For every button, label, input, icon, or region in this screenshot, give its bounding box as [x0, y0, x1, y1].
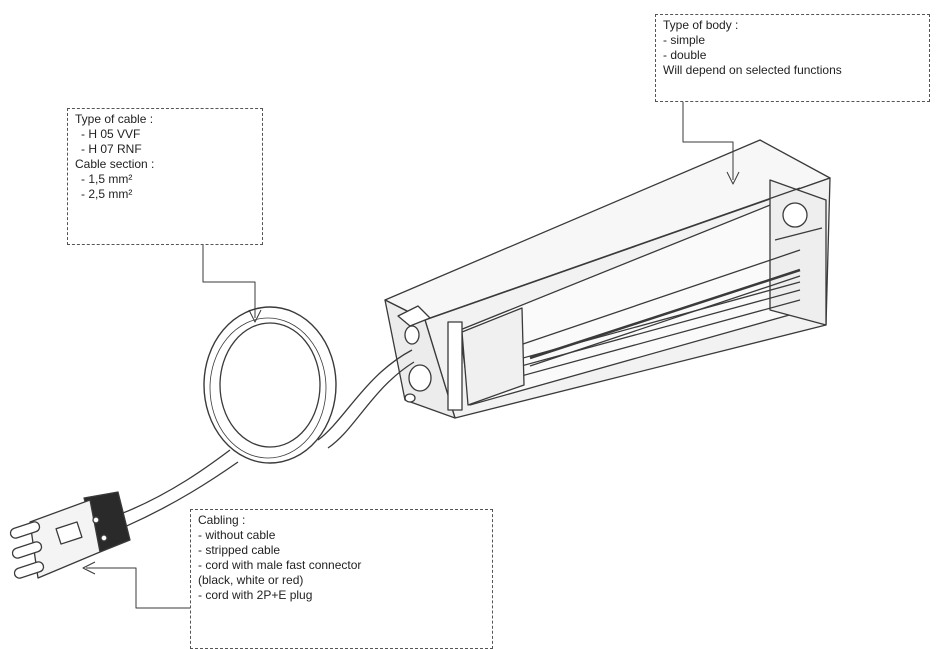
callout-line: Cabling :: [198, 513, 246, 527]
callout-line: - H 05 VVF: [81, 127, 141, 141]
leader-cable: [202, 245, 262, 323]
callout-line: - cord with 2P+E plug: [198, 588, 313, 602]
callout-line: Type of cable :: [75, 112, 154, 126]
cable: [117, 306, 415, 529]
callout-line: - cord with male fast connector: [198, 558, 362, 572]
housing-body: [384, 139, 831, 419]
callout-line: (black, white or red): [198, 573, 304, 587]
callout-line: Will depend on selected functions: [663, 63, 842, 77]
callout-line: - 2,5 mm²: [81, 187, 133, 201]
callout-line: Cable section :: [75, 157, 155, 171]
callout-line: - simple: [663, 33, 706, 47]
callout-line: - 1,5 mm²: [81, 172, 133, 186]
callout-line: - stripped cable: [198, 543, 281, 557]
callout-type-of-body: Type of body : - simple - double Will de…: [655, 14, 930, 102]
callout-line: - H 07 RNF: [81, 142, 142, 156]
callout-line: - double: [663, 48, 707, 62]
leader-cabling: [82, 561, 190, 609]
fast-connector: [9, 491, 131, 579]
callout-line: Type of body :: [663, 18, 739, 32]
callout-type-of-cable: Type of cable : - H 05 VVF - H 07 RNF Ca…: [67, 108, 263, 245]
callout-cabling: Cabling : - without cable - stripped cab…: [190, 509, 493, 649]
leader-body: [682, 102, 740, 185]
callout-line: - without cable: [198, 528, 276, 542]
